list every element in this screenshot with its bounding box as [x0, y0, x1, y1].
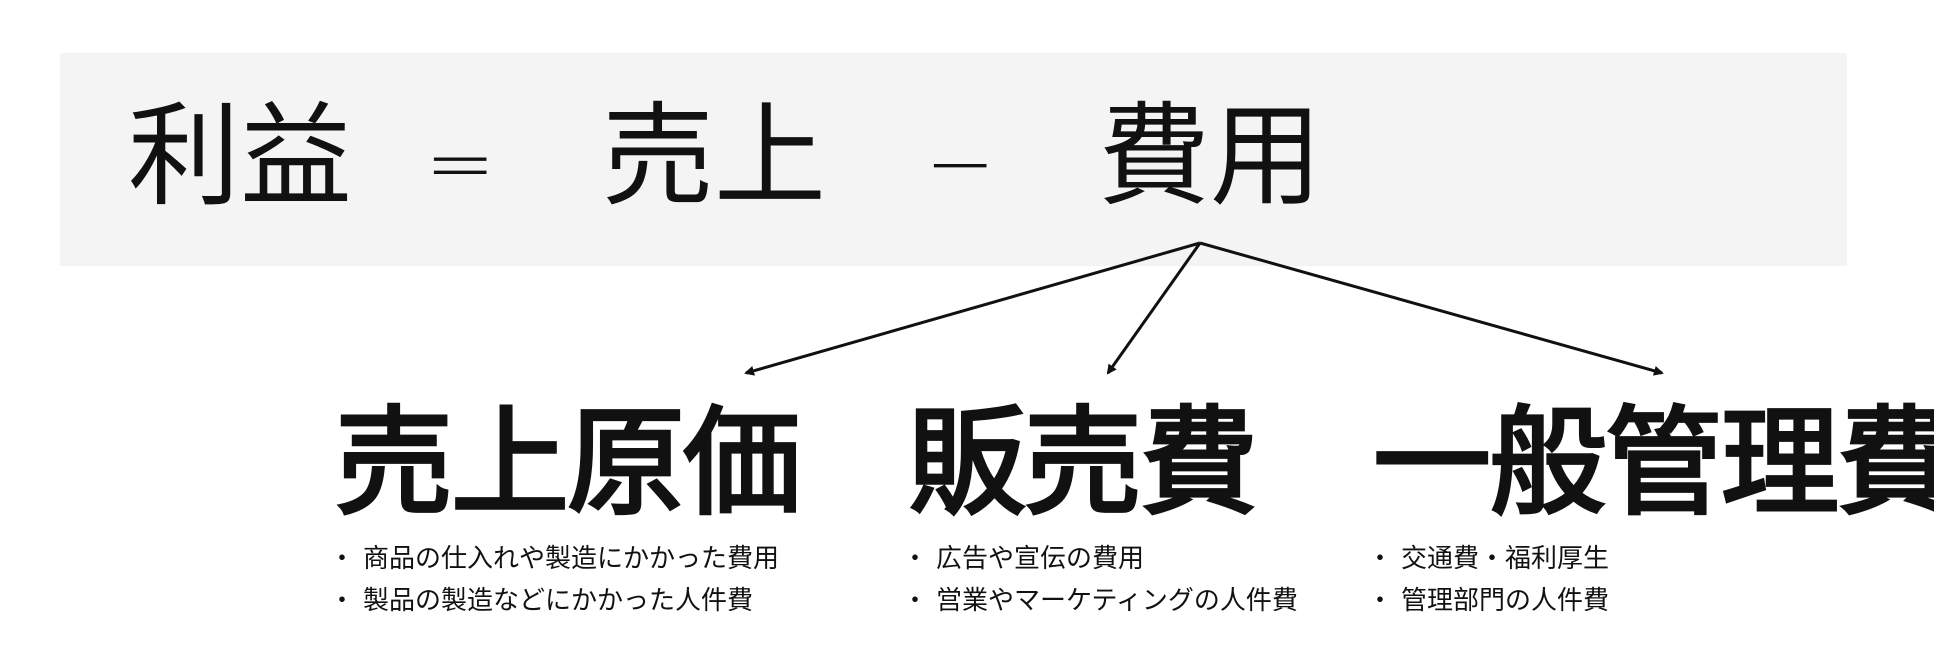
- category-selling-expenses: 販売費 広告や宣伝の費用 営業やマーケティングの人件費: [902, 394, 1298, 622]
- equation-minus-sign: −: [925, 114, 996, 212]
- equation-profit: 利益: [128, 92, 352, 222]
- category-title: 売上原価: [335, 394, 801, 532]
- bullet-list: 交通費・福利厚生 管理部門の人件費: [1367, 538, 1934, 622]
- bullet-item: 営業やマーケティングの人件費: [902, 580, 1298, 622]
- equation-cost: 費用: [1098, 92, 1322, 222]
- arrow-to-cost-of-sales: [744, 241, 1201, 376]
- bullet-item: 管理部門の人件費: [1367, 580, 1934, 622]
- bullet-list: 商品の仕入れや製造にかかった費用 製品の製造などにかかった人件費: [329, 538, 799, 622]
- equation-equals-sign: =: [425, 114, 496, 212]
- category-title: 一般管理費: [1373, 394, 1934, 532]
- category-admin-expenses: 一般管理費 交通費・福利厚生 管理部門の人件費: [1367, 394, 1934, 622]
- category-title: 販売費: [908, 394, 1258, 532]
- category-cost-of-sales: 売上原価 商品の仕入れや製造にかかった費用 製品の製造などにかかった人件費: [329, 394, 801, 622]
- bullet-item: 広告や宣伝の費用: [902, 538, 1298, 580]
- bullet-item: 製品の製造などにかかった人件費: [329, 580, 799, 622]
- arrow-to-admin-expenses: [1199, 241, 1664, 376]
- bullet-item: 交通費・福利厚生: [1367, 538, 1934, 580]
- bullet-item: 商品の仕入れや製造にかかった費用: [329, 538, 799, 580]
- equation-box: [60, 53, 1847, 266]
- arrow-to-selling-expenses: [1106, 242, 1202, 375]
- bullet-list: 広告や宣伝の費用 営業やマーケティングの人件費: [902, 538, 1298, 622]
- equation-sales: 売上: [602, 92, 826, 222]
